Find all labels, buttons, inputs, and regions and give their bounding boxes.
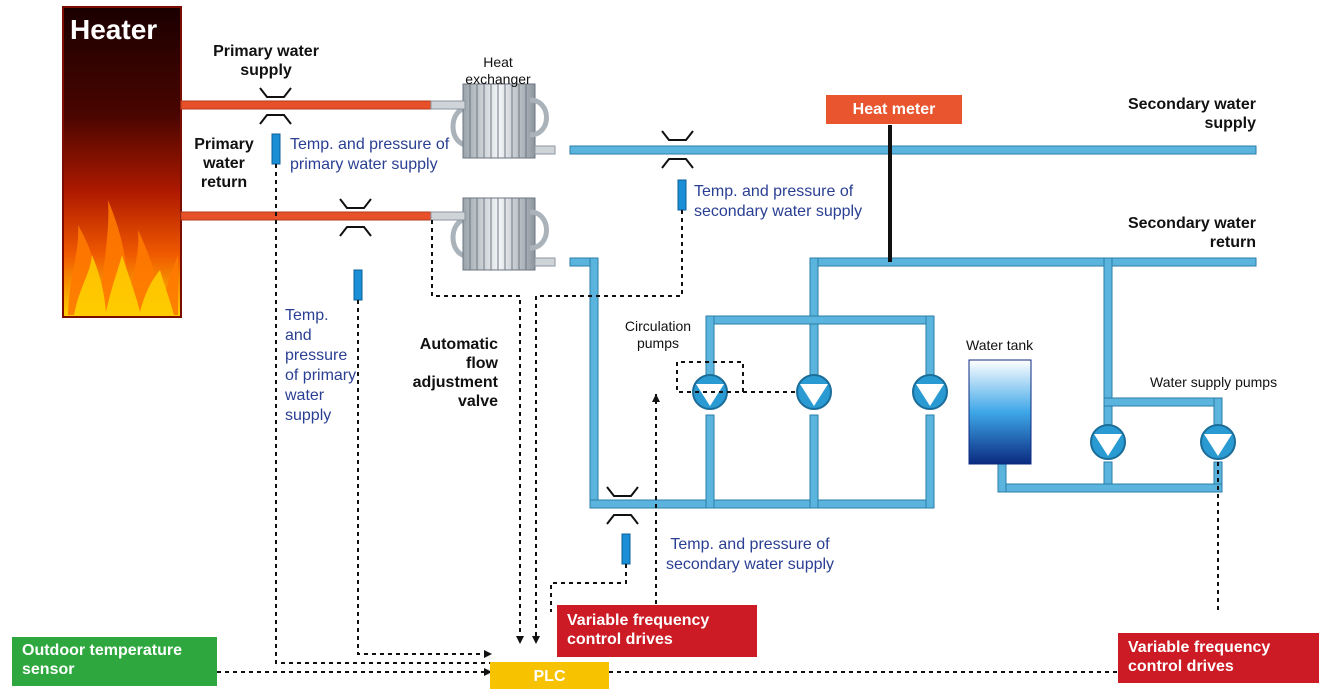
secondary-return-label: Secondary water return (1127, 215, 1256, 251)
heat-meter-label: Heat meter (852, 101, 936, 118)
outdoor-sensor-label: Outdoor temperature sensor (22, 642, 183, 678)
circulation-pump-icon (692, 374, 728, 410)
plc-label: PLC (533, 668, 566, 685)
heater-label: Heater (70, 14, 158, 45)
primary-return-label: Primary water return (194, 136, 254, 191)
vfd-supply-label: Variable frequency control drives (1128, 639, 1271, 675)
primary-supply-label: Primary water supply (213, 43, 319, 79)
sensor-secondary-supply-label: Temp. and pressure of secondary water su… (694, 183, 863, 220)
circulation-pump-icon (796, 374, 832, 410)
water-tank (968, 359, 1032, 465)
heat-exchanger-bottom (430, 197, 556, 271)
secondary-pipes (569, 145, 1257, 509)
sensor-primary-supply-label: Temp. and pressure of primary water supp… (290, 136, 450, 173)
control-signal-lines (217, 164, 1219, 673)
vfd-supply-box: Variable frequency control drives (1118, 633, 1319, 683)
vfd-circulation-box: Variable frequency control drives (557, 605, 757, 657)
circulation-pump-icon (912, 374, 948, 410)
sensor-primary-return-label: Temp. and pressure of primary water supp… (285, 307, 357, 424)
outdoor-sensor-box: Outdoor temperature sensor (12, 637, 217, 686)
flow-meter-icon (259, 87, 694, 525)
plc-box: PLC (490, 662, 609, 689)
circulation-pumps-label: Circulation pumps (624, 318, 692, 351)
water-supply-pumps-label: Water supply pumps (1150, 374, 1278, 390)
flames-icon (68, 200, 178, 315)
water-supply-pump-icon (1200, 424, 1236, 460)
arrowheads (484, 394, 660, 676)
heat-exchanger-top (430, 83, 556, 159)
sensor-secondary-return-label: Temp. and pressure of secondary water su… (665, 536, 835, 573)
heat-exchanger-label: Heat exchanger (465, 54, 531, 87)
secondary-supply-label: Secondary water supply (1127, 96, 1256, 132)
water-supply-pump-icon (1090, 424, 1126, 460)
vfd-circulation-label: Variable frequency control drives (567, 612, 710, 648)
water-tank-label: Water tank (966, 337, 1034, 353)
heat-meter-box: Heat meter (826, 95, 962, 124)
flow-valve-label: Automatic flow adjustment valve (412, 336, 498, 410)
